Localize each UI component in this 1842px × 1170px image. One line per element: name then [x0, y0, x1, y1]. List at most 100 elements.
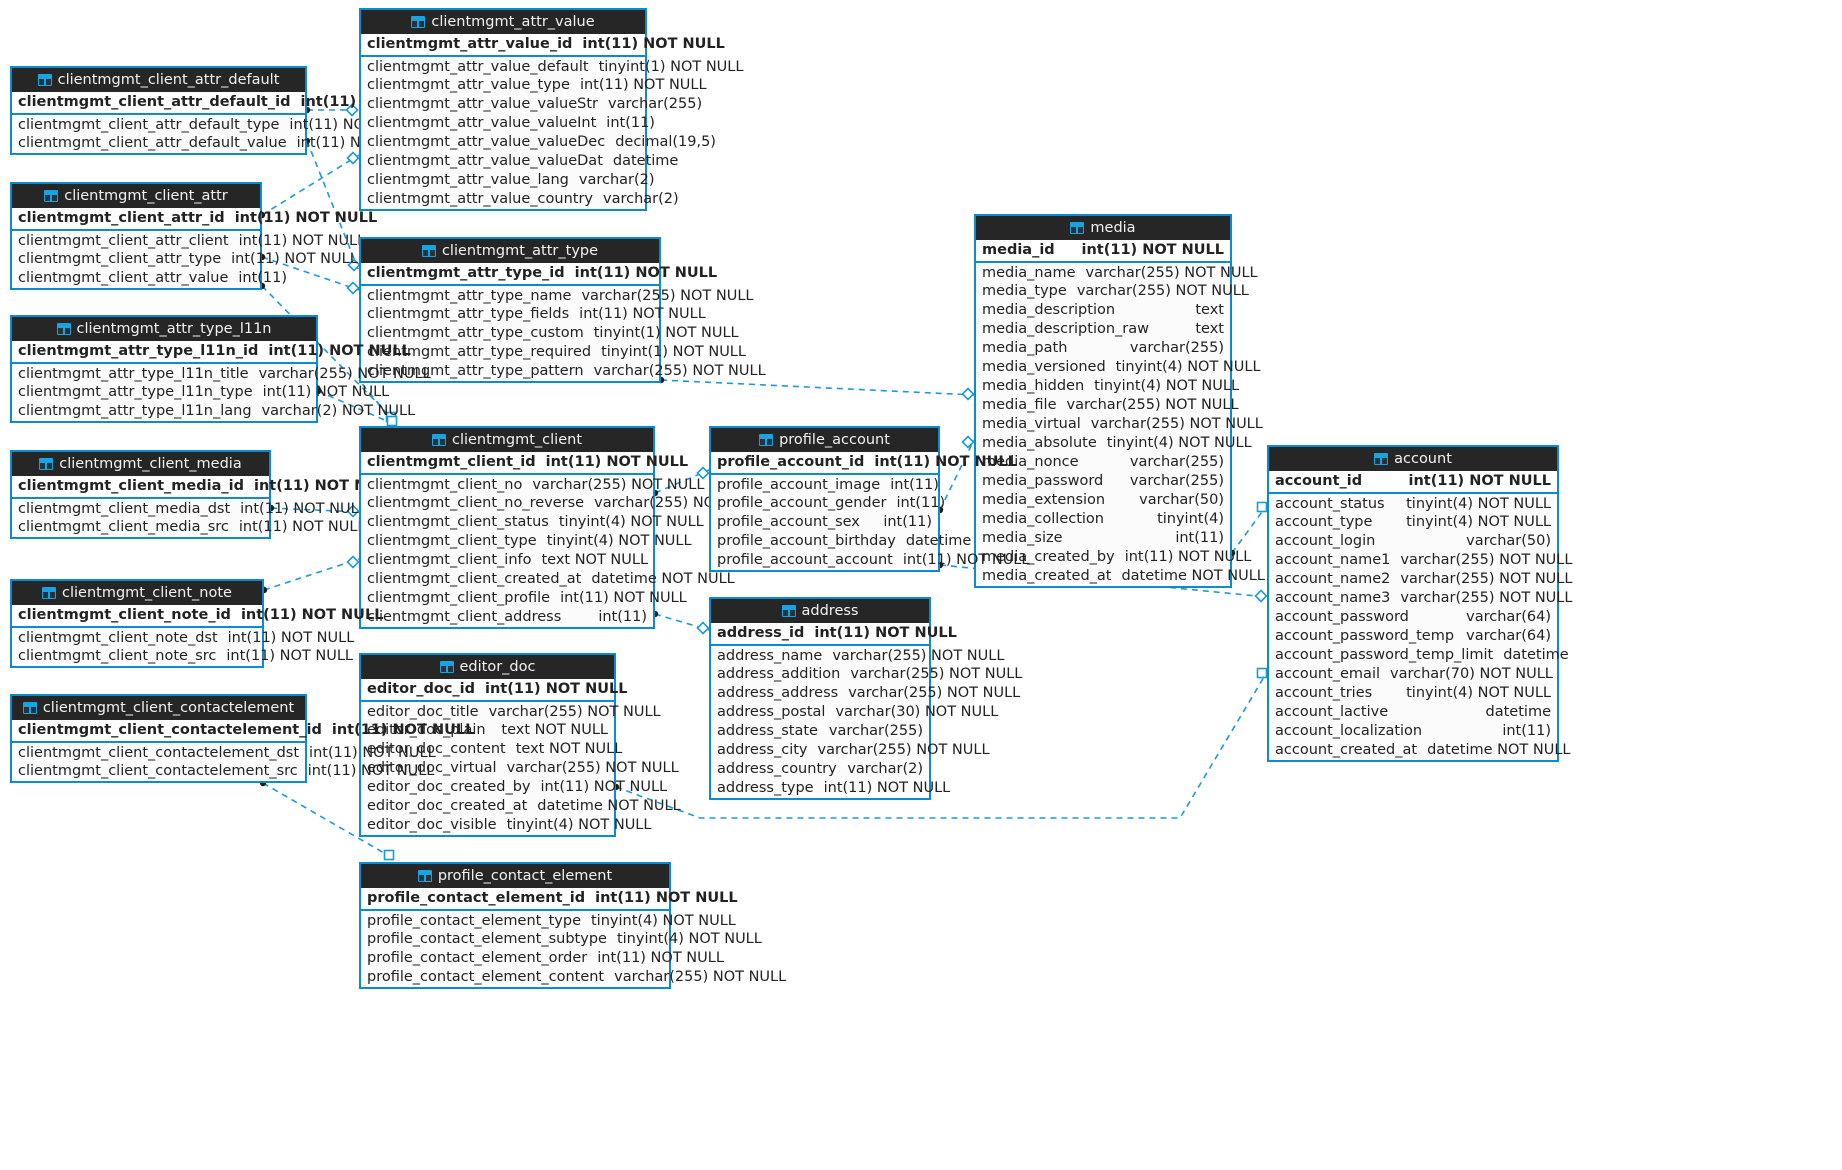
table-header[interactable]: media [976, 216, 1230, 240]
table-header[interactable]: profile_contact_element [361, 864, 669, 888]
table-header[interactable]: editor_doc [361, 655, 614, 679]
table-header[interactable]: profile_account [711, 428, 938, 452]
table-header[interactable]: clientmgmt_client_attr_default [12, 68, 305, 92]
table-header[interactable]: account [1269, 447, 1557, 471]
table-header[interactable]: clientmgmt_client_attr [12, 184, 260, 208]
table-header[interactable]: clientmgmt_client_contactelement [12, 696, 305, 720]
table-header[interactable]: clientmgmt_client_media [12, 452, 269, 476]
table-header[interactable]: clientmgmt_attr_type [361, 239, 659, 263]
table-header[interactable]: address [711, 599, 929, 623]
table-header[interactable]: clientmgmt_attr_type_l11n [12, 317, 316, 341]
table-header[interactable]: clientmgmt_client [361, 428, 653, 452]
